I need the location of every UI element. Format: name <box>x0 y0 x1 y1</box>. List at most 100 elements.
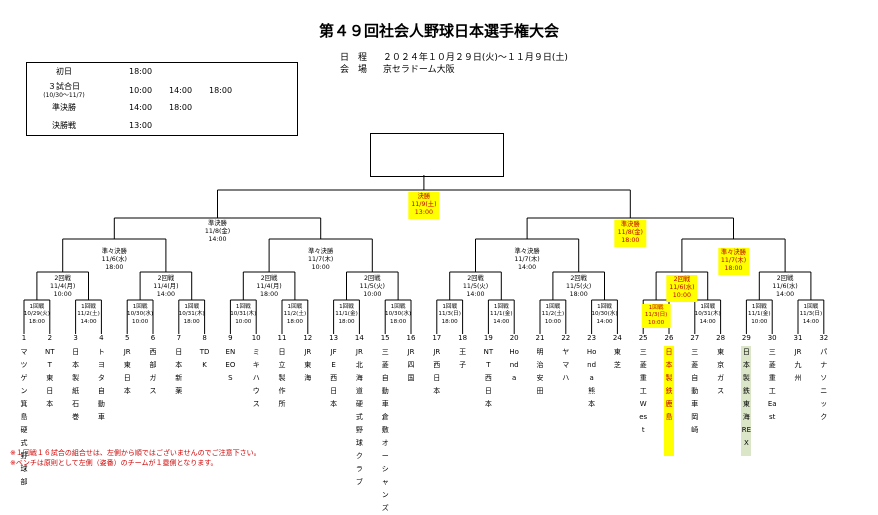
match-round: 1回戦 <box>700 304 716 310</box>
team-number: 5 <box>124 334 130 342</box>
team-name: 明治安田 <box>536 348 544 395</box>
team-number: 11 <box>277 334 287 342</box>
match-date: 11/7(木) <box>514 256 540 264</box>
schedule-row: 初日 18:00 <box>27 65 297 79</box>
schedule-time: 14:00 <box>129 103 153 112</box>
team-number: 3 <box>73 334 78 342</box>
match-date: 10/31(木) <box>230 311 257 318</box>
match-time: 10:00 <box>672 292 691 300</box>
team-number: 32 <box>819 334 829 342</box>
team-number: 2 <box>47 334 53 342</box>
match-time: 18:00 <box>183 318 200 325</box>
team-number: 24 <box>612 334 622 342</box>
champion-box <box>370 133 504 177</box>
team-number: 18 <box>458 334 468 342</box>
team-number: 20 <box>509 334 519 342</box>
match-round: 準々決勝 <box>308 248 334 255</box>
team-number: 13 <box>329 334 339 342</box>
team-name: JFE西日本 <box>330 348 338 408</box>
match-round: 1回戦 <box>184 304 200 310</box>
match-time: 18:00 <box>441 318 458 325</box>
team-name: JR北海道硬式野球クラブ <box>355 348 363 486</box>
match-date: 10/31(木) <box>694 311 721 318</box>
match-time: 18:00 <box>390 318 407 325</box>
footnote: ※ベンチは原則として左側（姿番）のチームが１塁側となります。 <box>10 459 218 467</box>
match-round: 1回戦 <box>803 304 819 310</box>
match-date: 11/7(木) <box>720 257 747 265</box>
team-name: JR四国 <box>407 348 415 382</box>
schedule-row-label: 準決勝 <box>52 103 76 112</box>
match-time: 18:00 <box>724 265 743 273</box>
team-number: 12 <box>303 334 313 342</box>
match-time: 18:00 <box>105 264 124 272</box>
schedule-row-label: 決勝戦 <box>52 121 76 130</box>
match-time: 10:00 <box>53 291 72 299</box>
match-round: 準決勝 <box>208 220 227 227</box>
match-round: 1回戦 <box>597 304 612 310</box>
team-number: 29 <box>741 334 751 342</box>
match-date: 10/30(水) <box>127 311 154 318</box>
team-number: 19 <box>483 334 493 342</box>
match-date: 10/31(木) <box>178 311 205 318</box>
match-time: 10:00 <box>311 264 330 272</box>
match-date: 11/1(金) <box>748 311 771 318</box>
match-round: 準々決勝 <box>101 248 127 255</box>
match-date: 11/6(水) <box>772 283 798 291</box>
match-time: 18:00 <box>286 318 303 325</box>
match-time: 10:00 <box>648 319 665 326</box>
match-date: 11/6(水) <box>669 284 695 292</box>
match-round: 1回戦 <box>339 304 354 310</box>
match-date: 11/5(火) <box>566 283 592 291</box>
match-time: 14:00 <box>466 291 485 299</box>
schedule-row: 準決勝 14:00 18:00 <box>27 101 297 115</box>
schedule-row: 決勝戦 13:00 <box>27 119 297 133</box>
match-round: 1回戦 <box>287 304 303 310</box>
match-round: 準々決勝 <box>720 249 747 256</box>
match-date: 11/4(月) <box>50 283 76 291</box>
match-round: 1回戦 <box>751 304 767 310</box>
match-round: 2回戦 <box>157 275 175 282</box>
match-round: 1回戦 <box>545 304 561 310</box>
venue-row: 会 場 京セラドーム大阪 <box>340 62 455 75</box>
team-number: 22 <box>561 334 571 342</box>
team-name: 三菱重工West <box>639 348 648 434</box>
team-number: 8 <box>202 334 207 342</box>
schedule-time: 18:00 <box>209 86 233 95</box>
team-name: JR東日本 <box>123 348 131 395</box>
team-number: 4 <box>99 334 104 342</box>
team-name: 東芝 <box>613 348 621 369</box>
match-round: 準々決勝 <box>514 248 540 255</box>
dates-label: 日 程 <box>340 53 368 63</box>
team-name: NTT東日本 <box>45 348 55 408</box>
